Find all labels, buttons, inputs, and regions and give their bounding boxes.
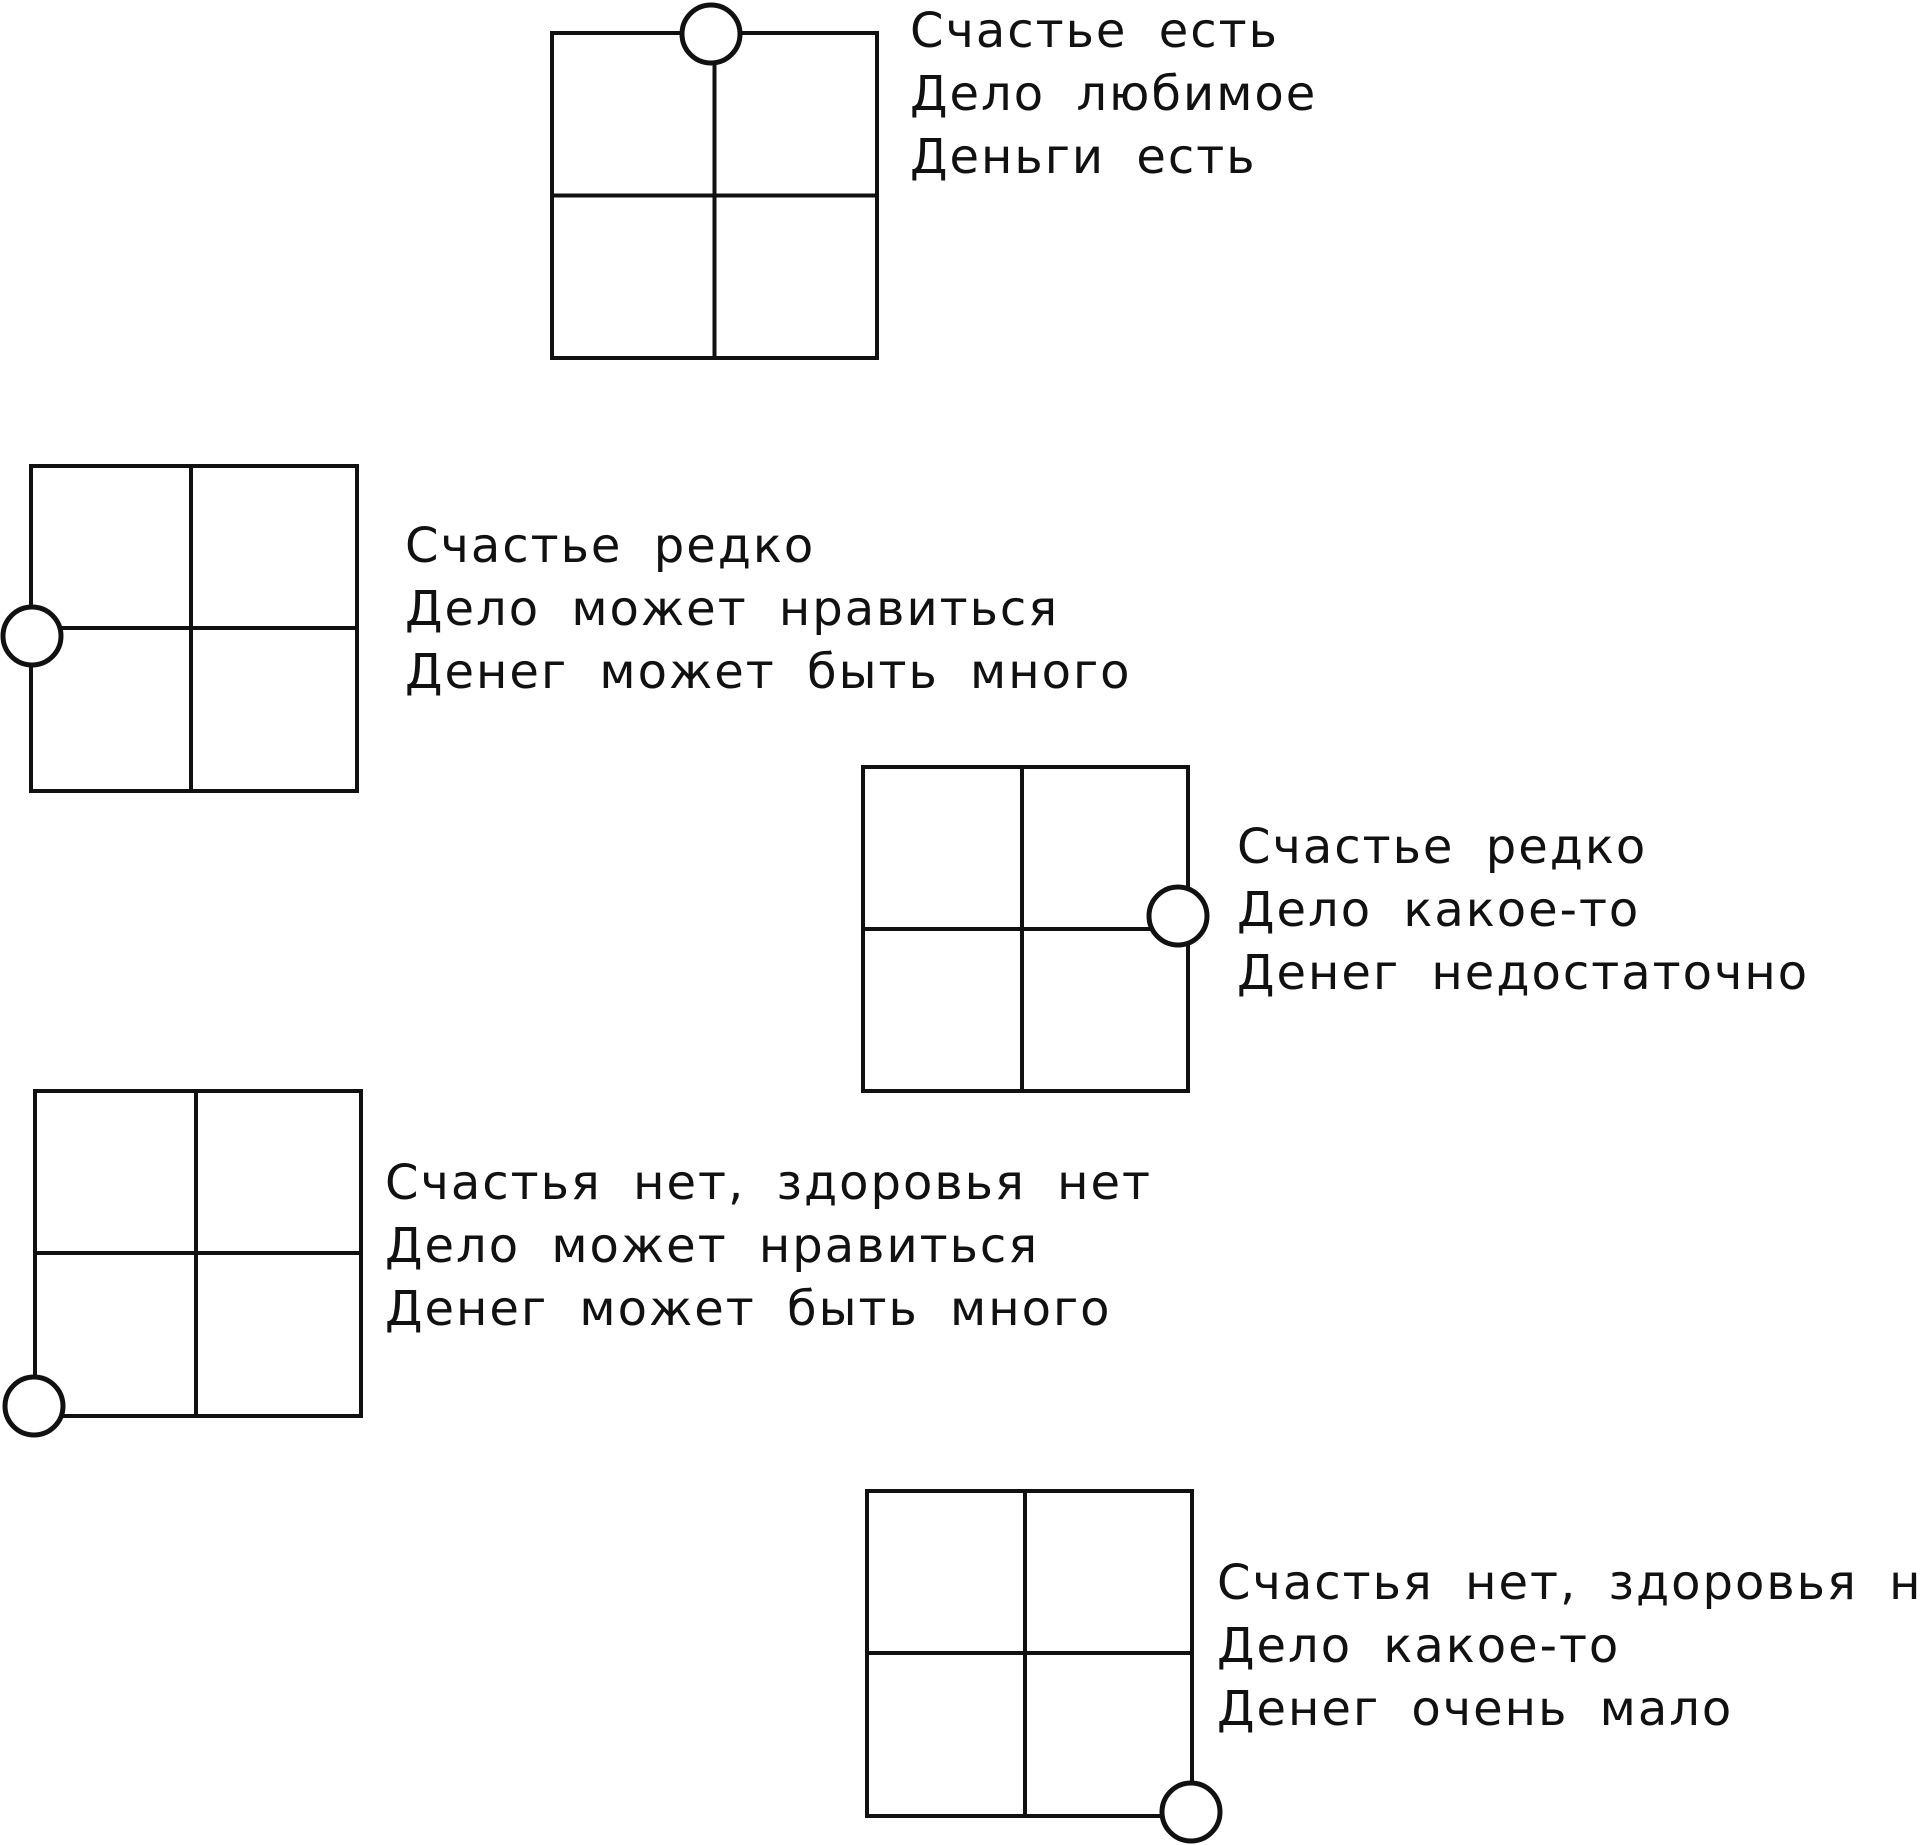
caption-line-happiness: Счастья нет, здоровья нет <box>385 1155 1152 1211</box>
caption-line-money: Денег может быть много <box>385 1281 1112 1337</box>
caption-2: Счастье редко Дело может нравиться Денег… <box>405 515 1132 704</box>
caption-line-work: Дело может нравиться <box>405 581 1060 637</box>
grid-square-4 <box>2 1089 363 1438</box>
position-marker-bottom-left <box>2 1374 66 1438</box>
grid-square-3 <box>861 765 1210 1093</box>
caption-line-work: Дело какое-то <box>1237 882 1641 938</box>
caption-line-work: Дело может нравиться <box>385 1218 1040 1274</box>
caption-line-money: Деньги есть <box>910 129 1257 185</box>
grid-square-5 <box>865 1489 1223 1844</box>
caption-4: Счастья нет, здоровья нет Дело может нра… <box>385 1152 1152 1341</box>
caption-line-happiness: Счастье редко <box>405 518 816 574</box>
grid-square-1 <box>550 2 879 360</box>
caption-1: Счастье есть Дело любимое Деньги есть <box>910 0 1317 189</box>
caption-line-happiness: Счастья нет, здоровья нет <box>1217 1555 1922 1611</box>
caption-line-work: Дело любимое <box>910 66 1318 122</box>
position-marker-top-center <box>679 2 743 66</box>
position-marker-left-middle <box>0 604 64 668</box>
caption-line-work: Дело какое-то <box>1217 1618 1621 1674</box>
caption-3: Счастье редко Дело какое-то Денег недост… <box>1237 816 1809 1005</box>
caption-line-happiness: Счастье есть <box>910 3 1279 59</box>
position-marker-right-middle <box>1146 884 1210 948</box>
grid-square-2 <box>0 464 359 793</box>
caption-line-money: Денег недостаточно <box>1237 945 1810 1001</box>
position-marker-bottom-right <box>1159 1780 1223 1844</box>
caption-line-happiness: Счастье редко <box>1237 819 1648 875</box>
caption-line-money: Денег может быть много <box>405 644 1132 700</box>
caption-5: Счастья нет, здоровья нет Дело какое-то … <box>1217 1552 1922 1741</box>
caption-line-money: Денег очень мало <box>1217 1681 1734 1737</box>
